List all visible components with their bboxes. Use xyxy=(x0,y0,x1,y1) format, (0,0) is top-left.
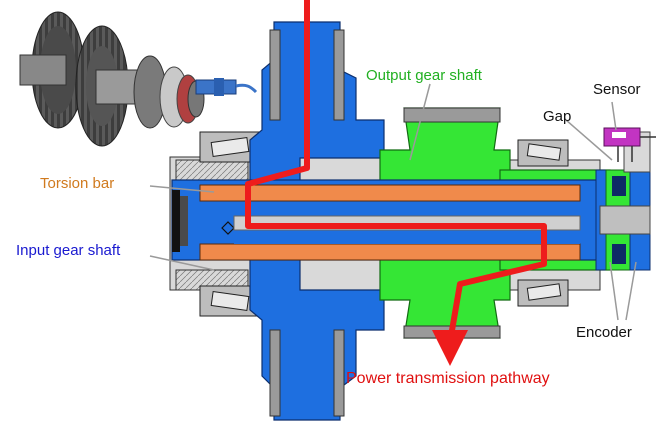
torsion-bar xyxy=(199,184,581,261)
label-power-transmission-pathway: Power transmission pathway xyxy=(346,370,550,387)
bearing-right-top xyxy=(517,139,569,167)
label-gap: Gap xyxy=(543,108,572,125)
label-encoder: Encoder xyxy=(576,324,632,341)
leader-lines xyxy=(149,83,637,321)
label-input-gear-shaft: Input gear shaft xyxy=(16,242,121,259)
sensor-icon xyxy=(603,127,656,162)
label-sensor: Sensor xyxy=(593,81,641,98)
encoder-assembly xyxy=(595,131,651,271)
bearing-left-bottom xyxy=(199,285,261,317)
bearing-right-bottom xyxy=(517,279,569,307)
gear-assembly-render-icon xyxy=(19,11,258,147)
label-torsion-bar: Torsion bar xyxy=(40,175,115,192)
input-gear xyxy=(249,21,385,421)
power-pathway xyxy=(245,0,547,366)
label-output-gear-shaft: Output gear shaft xyxy=(366,67,482,84)
arrow-down-icon xyxy=(432,330,468,366)
